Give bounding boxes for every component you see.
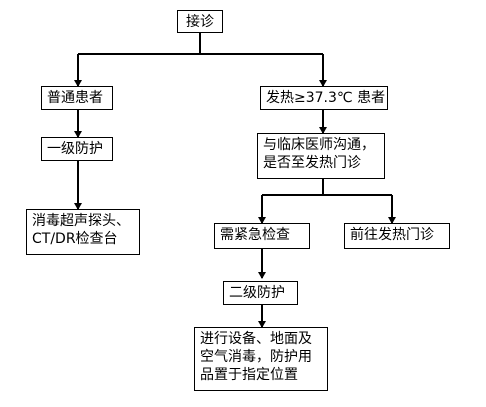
node-urgent-exam-text: 需紧急检查: [220, 227, 290, 243]
node-normal-patient: 普通患者: [41, 86, 113, 110]
node-level1-protection: 一级防护: [41, 137, 113, 161]
node-level2-protection-text: 二级防护: [229, 285, 285, 301]
node-disinfect-env: 进行设备、地面及 空气消毒，防护用 品置于指定位置: [194, 327, 328, 391]
node-consult: 与临床医师沟通， 是否至发热门诊: [257, 133, 385, 179]
node-level2-protection: 二级防护: [223, 281, 298, 305]
node-go-fever-clinic-text: 前往发热门诊: [350, 227, 434, 243]
node-fever-patient-text: 发热≥37.3℃ 患者: [266, 90, 386, 106]
node-disinfect-probe: 消毒超声探头、 CT/DR检查台: [26, 209, 140, 255]
node-disinfect-env-line-2: 空气消毒，防护用: [200, 349, 312, 365]
node-disinfect-probe-line-2: CT/DR检查台: [32, 231, 118, 247]
node-start-text: 接诊: [186, 14, 214, 30]
node-normal-patient-text: 普通患者: [47, 90, 103, 106]
node-disinfect-env-line-3: 品置于指定位置: [200, 367, 298, 383]
node-urgent-exam: 需紧急检查: [214, 223, 310, 249]
node-disinfect-env-line-1: 进行设备、地面及: [200, 331, 312, 347]
node-fever-patient: 发热≥37.3℃ 患者: [260, 86, 388, 110]
node-consult-line-1: 与临床医师沟通，: [263, 137, 375, 153]
node-go-fever-clinic: 前往发热门诊: [344, 223, 450, 249]
node-start: 接诊: [177, 10, 223, 33]
node-consult-line-2: 是否至发热门诊: [263, 155, 361, 171]
node-level1-protection-text: 一级防护: [47, 141, 103, 157]
node-disinfect-probe-line-1: 消毒超声探头、: [32, 213, 130, 229]
